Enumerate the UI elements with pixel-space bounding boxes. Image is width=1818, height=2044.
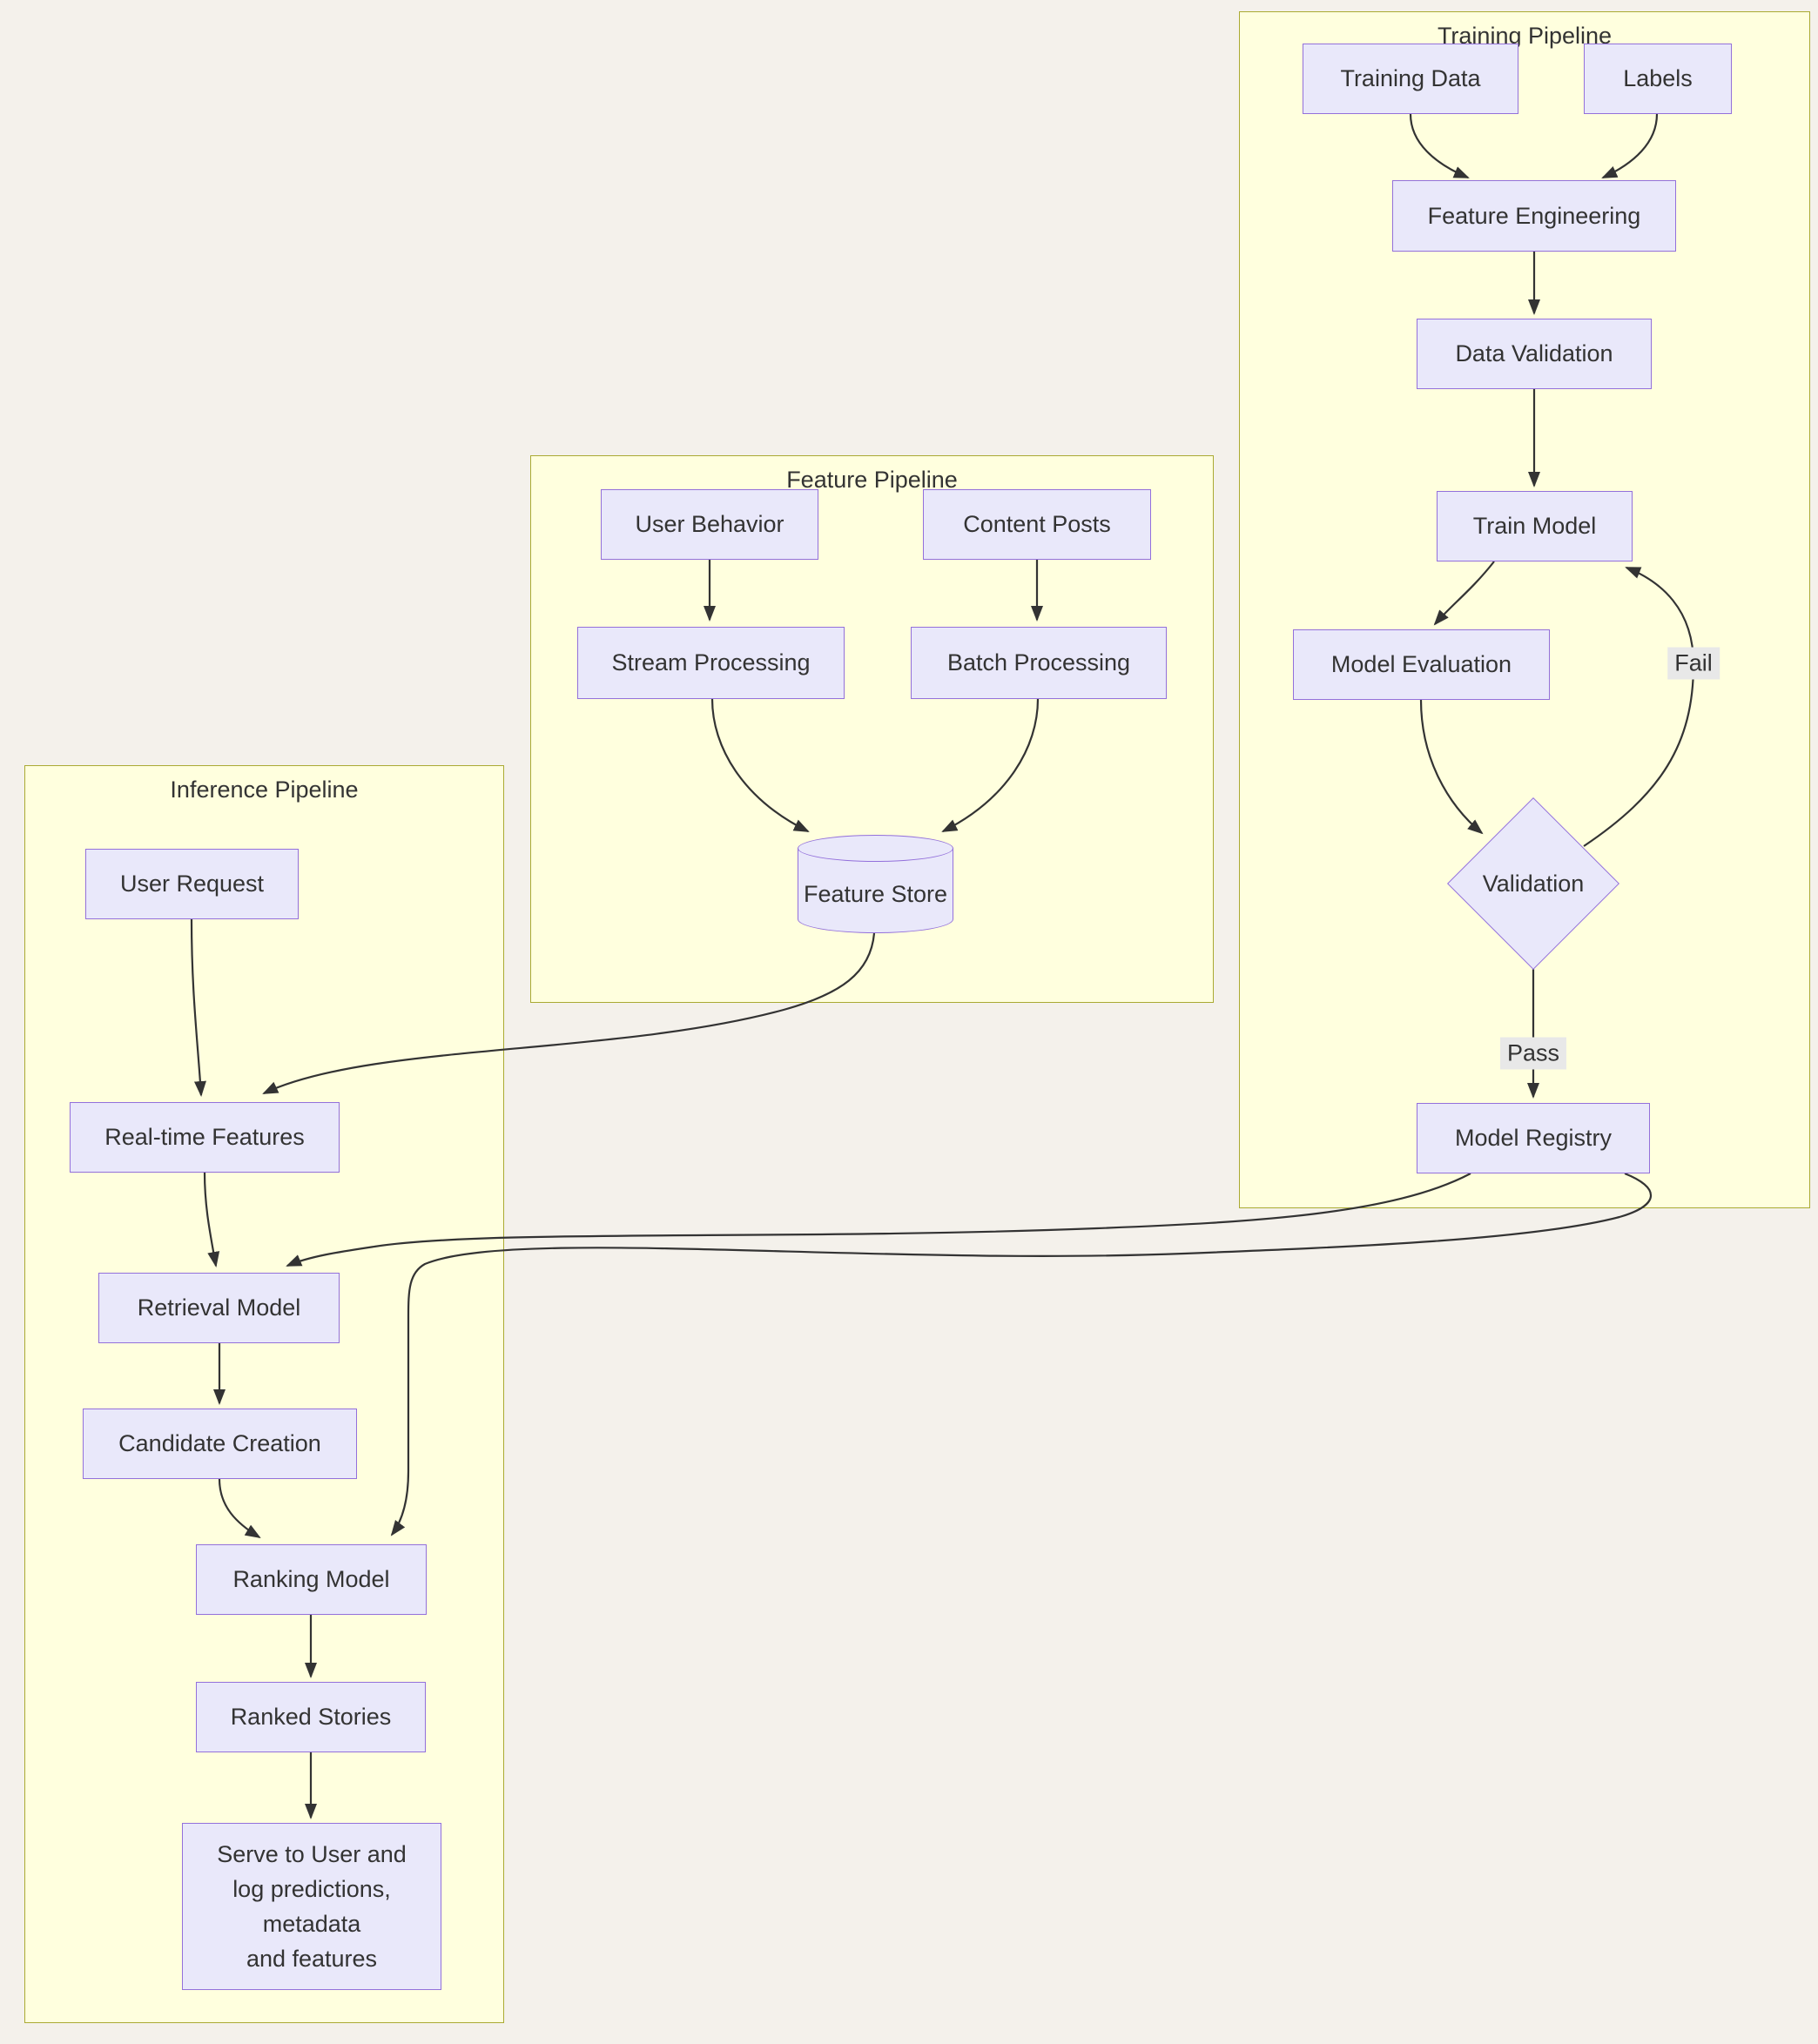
node-ranked-stories: Ranked Stories bbox=[196, 1682, 426, 1752]
node-data-validation: Data Validation bbox=[1417, 319, 1652, 389]
node-user-request: User Request bbox=[85, 849, 299, 919]
feature-store-cylinder-top bbox=[798, 835, 953, 862]
node-ranking-model: Ranking Model bbox=[196, 1544, 427, 1615]
node-candidate-creation: Candidate Creation bbox=[83, 1409, 357, 1479]
node-train-model: Train Model bbox=[1437, 491, 1633, 561]
node-model-registry: Model Registry bbox=[1417, 1103, 1650, 1173]
node-user-behavior: User Behavior bbox=[601, 489, 818, 560]
node-training-data: Training Data bbox=[1303, 44, 1518, 114]
node-serve-to-user: Serve to User and log predictions, metad… bbox=[182, 1823, 441, 1990]
node-batch-processing: Batch Processing bbox=[911, 627, 1167, 699]
node-real-time-features: Real-time Features bbox=[70, 1102, 340, 1173]
node-validation-label: Validation bbox=[1482, 870, 1585, 897]
node-content-posts: Content Posts bbox=[923, 489, 1151, 560]
node-labels: Labels bbox=[1584, 44, 1732, 114]
node-retrieval-model: Retrieval Model bbox=[98, 1273, 340, 1343]
node-feature-engineering: Feature Engineering bbox=[1392, 180, 1676, 252]
edge-model-registry-to-ranking-model bbox=[390, 1172, 1652, 1536]
cluster-title-feature: Feature Pipeline bbox=[786, 467, 958, 493]
edge-label-fail: Fail bbox=[1667, 647, 1720, 680]
cluster-title-inference: Inference Pipeline bbox=[170, 777, 359, 803]
node-model-evaluation: Model Evaluation bbox=[1293, 629, 1550, 700]
node-feature-store: Feature Store bbox=[798, 848, 953, 933]
node-stream-processing: Stream Processing bbox=[577, 627, 845, 699]
edge-label-pass: Pass bbox=[1499, 1037, 1567, 1070]
